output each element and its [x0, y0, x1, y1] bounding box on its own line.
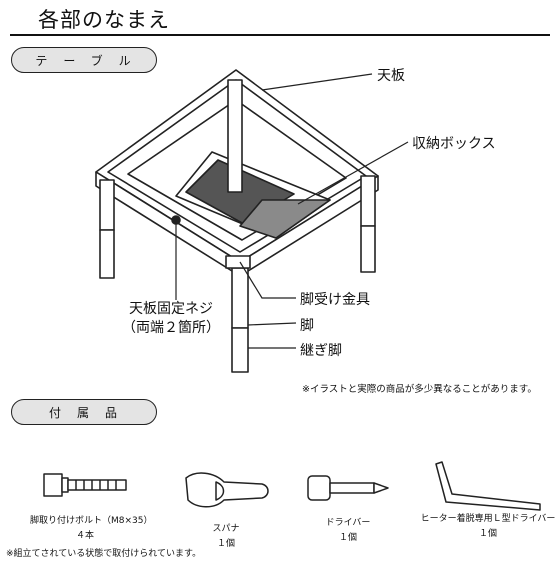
- screwdriver-icon: [307, 475, 389, 501]
- leader-tabletop: [261, 73, 373, 91]
- label-storage-box: 収納ボックス: [412, 136, 496, 152]
- label-leg-bracket: 脚受け金具: [300, 292, 370, 308]
- accessory-l-driver-name: ヒーター着脱専用Ｌ型ドライバー: [420, 514, 556, 524]
- leader-storage: [297, 141, 409, 205]
- storage-panel: [239, 199, 331, 239]
- accessory-l-driver: ヒーター着脱専用Ｌ型ドライバー １個: [418, 512, 558, 542]
- label-tabletop: 天板: [377, 68, 405, 84]
- bolt-icon: [43, 473, 127, 497]
- assembly-note: ※組立てされている状態で取付けられています。: [6, 549, 202, 559]
- accessory-screwdriver-name: ドライバー: [325, 518, 371, 528]
- accessory-l-driver-qty: １個: [478, 529, 497, 539]
- back-leg: [227, 79, 243, 193]
- section-pill-table: テーブル: [11, 47, 157, 73]
- l-driver-icon: [435, 461, 541, 511]
- accessory-screwdriver: ドライバー １個: [308, 516, 388, 546]
- label-leg: 脚: [300, 318, 314, 334]
- accessory-bolt-qty: ４本: [75, 531, 94, 541]
- leader-bracket: [239, 261, 296, 299]
- label-extension-leg: 継ぎ脚: [300, 343, 342, 359]
- label-tabletop-screw-1: 天板固定ネジ: [129, 301, 213, 317]
- tabletop-opening: [127, 99, 347, 241]
- accessory-spanner-name: スパナ: [212, 524, 240, 534]
- section-table-label: テーブル: [35, 53, 147, 68]
- front-leg-lower: [231, 327, 249, 373]
- illustration-note: ※イラストと実際の商品が多少異なることがあります。: [302, 384, 537, 395]
- accessory-bolt: 脚取り付けボルト（M8×35） ４本: [30, 514, 153, 544]
- section-pill-accessories: 付属品: [11, 399, 157, 425]
- section-accessories-label: 付属品: [48, 405, 133, 420]
- leg-bracket-shape: [225, 255, 251, 269]
- accessory-spanner-qty: １個: [216, 539, 235, 549]
- right-leg-lower: [360, 225, 376, 273]
- page-title: 各部のなまえ: [38, 8, 170, 32]
- tabletop-inner: [107, 79, 367, 253]
- title-underline: [10, 34, 550, 36]
- accessory-screwdriver-qty: １個: [338, 533, 357, 543]
- spanner-icon: [185, 472, 269, 508]
- label-tabletop-screw-2: （両端２箇所）: [122, 320, 220, 336]
- accessory-spanner: スパナ １個: [186, 522, 266, 552]
- accessory-bolt-name: 脚取り付けボルト（M8×35）: [30, 516, 153, 526]
- left-leg-lower: [99, 229, 115, 279]
- leader-leg: [247, 322, 297, 326]
